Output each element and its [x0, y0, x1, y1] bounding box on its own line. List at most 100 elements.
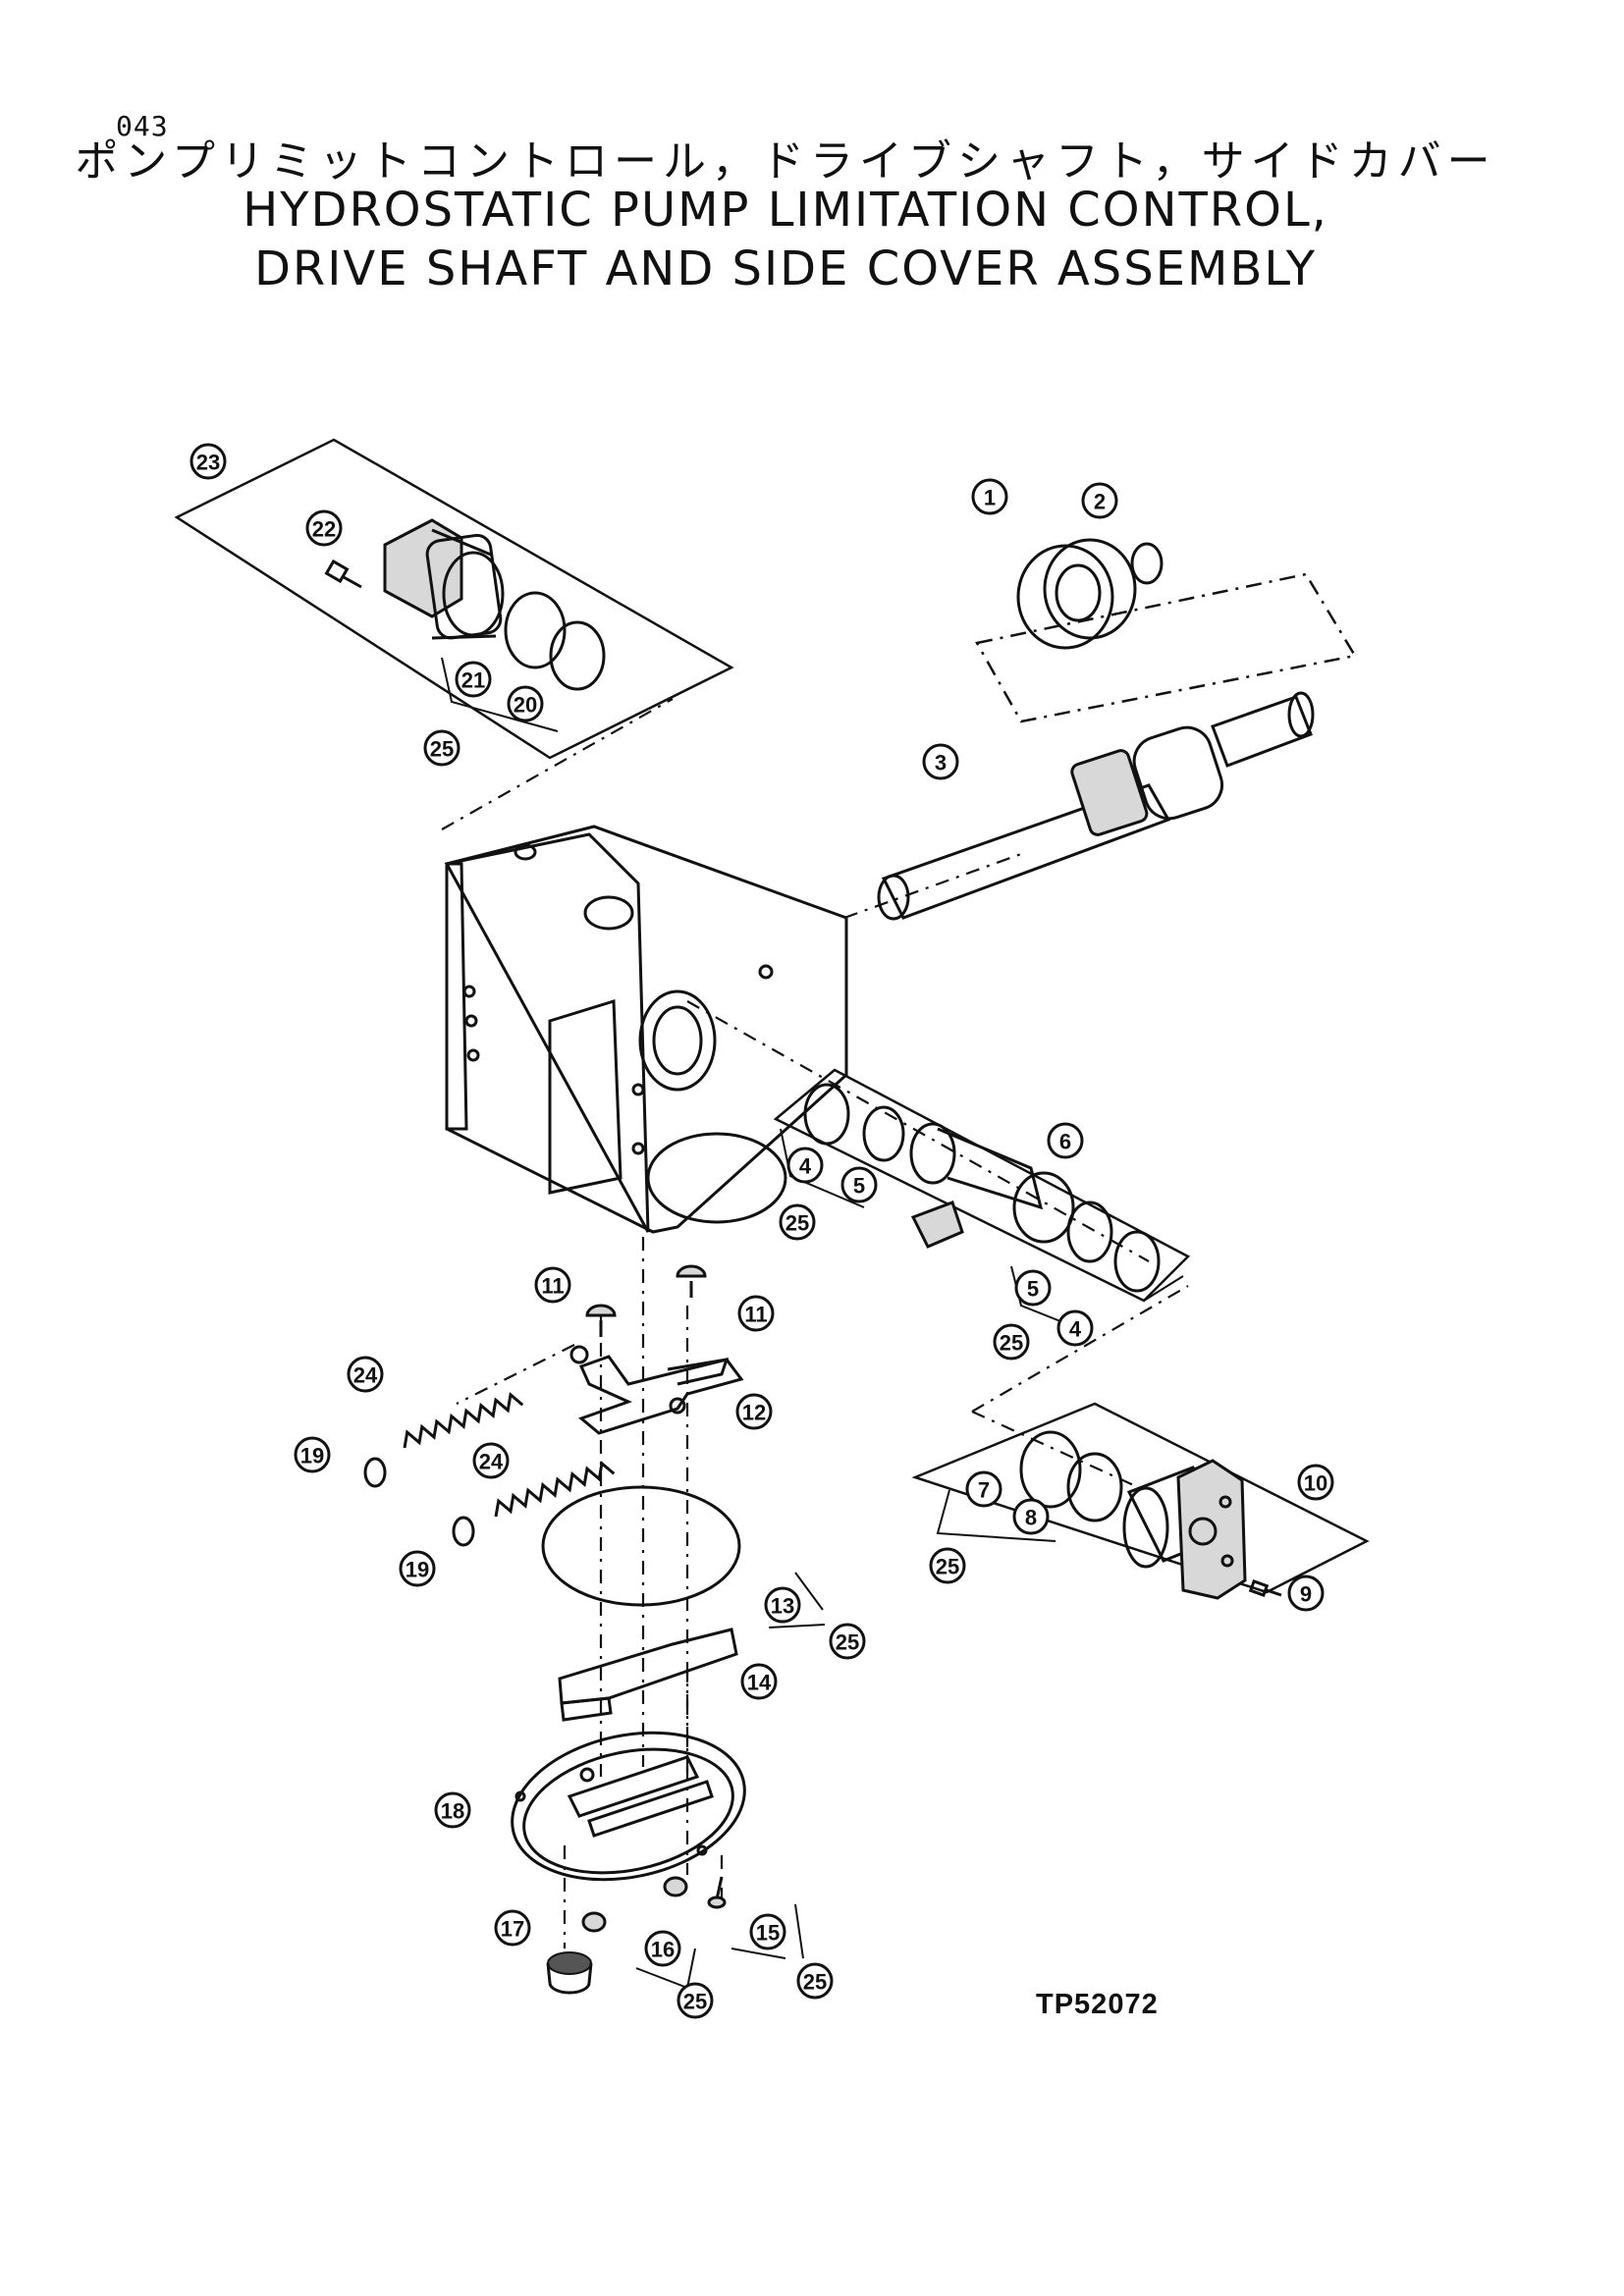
- callout-3: 3: [922, 743, 959, 780]
- svg-text:13: 13: [771, 1594, 794, 1619]
- part-17-plug: [546, 1951, 593, 1995]
- bearing-dashed-box: [975, 572, 1357, 723]
- svg-text:12: 12: [742, 1401, 766, 1425]
- part-15-screw: [707, 1876, 727, 1909]
- callout-25-g: 25: [929, 1547, 966, 1584]
- drawing-code: TP52072: [1036, 1989, 1159, 2020]
- part-8-oring: [1066, 1452, 1123, 1522]
- callout-25-a: 25: [423, 729, 460, 767]
- part-24-spring-lower: [494, 1460, 616, 1518]
- callout-10: 10: [1297, 1464, 1334, 1501]
- svg-text:14: 14: [747, 1671, 772, 1695]
- svg-text:2: 2: [1094, 490, 1106, 514]
- svg-text:25: 25: [936, 1555, 959, 1579]
- part-11-screw-right: [676, 1264, 707, 1298]
- svg-text:19: 19: [406, 1558, 429, 1582]
- svg-text:21: 21: [461, 668, 485, 693]
- callout-8: 8: [1012, 1498, 1050, 1535]
- svg-text:15: 15: [756, 1921, 780, 1946]
- part-11-screw-left: [585, 1304, 617, 1337]
- pump-housing: [444, 825, 848, 1234]
- part-2-snap-ring: [1130, 542, 1164, 585]
- svg-text:22: 22: [312, 517, 336, 542]
- group-25-bracket-c: [768, 1572, 826, 1629]
- callout-2: 2: [1081, 482, 1118, 519]
- callout-17: 17: [494, 1909, 531, 1947]
- callout-20: 20: [507, 685, 544, 722]
- svg-text:23: 23: [196, 451, 220, 475]
- svg-text:6: 6: [1059, 1130, 1071, 1154]
- callout-21: 21: [455, 661, 492, 698]
- svg-text:11: 11: [744, 1303, 767, 1327]
- part-22-bolt: [324, 559, 362, 589]
- callout-5-b: 5: [1014, 1269, 1052, 1307]
- callout-11-b: 11: [737, 1295, 775, 1332]
- svg-text:24: 24: [353, 1363, 378, 1388]
- svg-text:25: 25: [785, 1211, 809, 1236]
- callout-25-f: 25: [796, 1962, 834, 2000]
- part-21-oring: [504, 591, 567, 669]
- part-16-plug-a: [663, 1876, 688, 1897]
- svg-text:8: 8: [1025, 1506, 1037, 1530]
- callout-25-c: 25: [993, 1323, 1030, 1361]
- part-4-oring-a: [803, 1083, 850, 1146]
- part-23-piston-housing: [383, 518, 505, 640]
- callout-9: 9: [1287, 1575, 1325, 1612]
- part-19-seat-upper: [363, 1457, 387, 1488]
- part-18-side-cover: [511, 1731, 746, 1882]
- part-4-oring-b: [1113, 1230, 1161, 1293]
- svg-text:5: 5: [1027, 1277, 1039, 1302]
- svg-text:25: 25: [683, 1990, 707, 2014]
- svg-text:4: 4: [1069, 1317, 1082, 1342]
- group-25-bracket-e: [936, 1489, 1056, 1542]
- svg-text:16: 16: [651, 1938, 675, 1962]
- svg-text:1: 1: [984, 486, 996, 510]
- callout-15: 15: [749, 1913, 786, 1950]
- part-19-seat-lower: [452, 1516, 475, 1547]
- callout-19-a: 19: [294, 1436, 331, 1473]
- callout-7: 7: [965, 1470, 1002, 1508]
- callout-16: 16: [644, 1930, 681, 1967]
- svg-text:25: 25: [1000, 1331, 1023, 1356]
- group-23-outline: [174, 438, 734, 760]
- callout-25-d: 25: [829, 1623, 866, 1660]
- svg-text:4: 4: [799, 1154, 812, 1179]
- part-12-lever: [569, 1345, 744, 1435]
- callout-5-a: 5: [840, 1166, 878, 1203]
- page-number: 043: [116, 110, 169, 142]
- group-10-outline: [911, 1402, 1370, 1594]
- callout-11-a: 11: [534, 1266, 571, 1304]
- callout-23: 23: [189, 443, 227, 480]
- svg-text:3: 3: [935, 751, 947, 775]
- callout-24-b: 24: [472, 1442, 510, 1479]
- callout-12: 12: [735, 1393, 773, 1430]
- svg-text:9: 9: [1300, 1582, 1312, 1607]
- callout-22: 22: [305, 509, 343, 547]
- svg-text:18: 18: [441, 1799, 464, 1824]
- group-25-bracket-b: [780, 1128, 1071, 1326]
- callout-4-b: 4: [1056, 1309, 1094, 1347]
- callout-14: 14: [740, 1663, 778, 1700]
- callout-18: 18: [434, 1791, 471, 1829]
- callout-6: 6: [1047, 1122, 1084, 1159]
- title-english-line-2: DRIVE SHAFT AND SIDE COVER ASSEMBLY: [253, 241, 1318, 296]
- svg-text:7: 7: [978, 1478, 990, 1503]
- svg-text:11: 11: [541, 1274, 564, 1299]
- callout-24-a: 24: [347, 1356, 384, 1393]
- svg-text:25: 25: [803, 1970, 827, 1995]
- part-16-plug-b: [581, 1911, 607, 1933]
- part-20-oring: [549, 620, 606, 691]
- group-25-bracket-d: [635, 1903, 804, 1989]
- callout-25-b: 25: [779, 1203, 816, 1241]
- part-24-spring-upper: [403, 1391, 524, 1449]
- callout-13: 13: [764, 1586, 801, 1624]
- callout-1: 1: [971, 478, 1008, 515]
- part-7-oring: [1019, 1430, 1082, 1509]
- part-1-bearing: [1016, 538, 1137, 650]
- callout-4-a: 4: [786, 1147, 824, 1184]
- part-14-plate: [558, 1628, 738, 1722]
- title-japanese: ポンプリミットコントロール，ドライブシャフト，サイドカバー: [75, 136, 1496, 187]
- part-5-oring-a: [862, 1105, 905, 1162]
